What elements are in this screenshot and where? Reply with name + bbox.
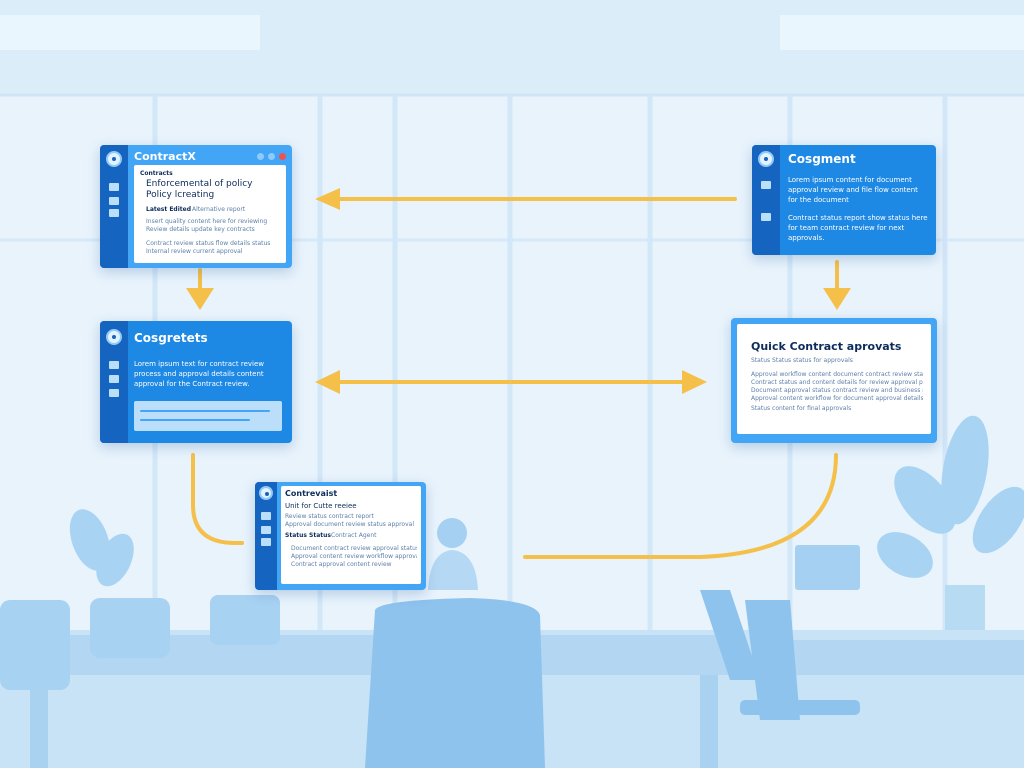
panel-subtitle: Unit for Cutte reeiee [285, 502, 357, 510]
document-icon[interactable] [109, 361, 119, 369]
list-icon[interactable] [109, 389, 119, 397]
close-button[interactable] [279, 153, 286, 160]
document-icon[interactable] [109, 183, 119, 191]
logo-icon [259, 486, 273, 500]
body-paragraph: Contract status report show status here … [788, 214, 928, 242]
list-icon[interactable] [109, 209, 119, 217]
logo-icon [106, 151, 122, 167]
field-line [140, 419, 250, 421]
content-line: Document approval status contract review… [751, 387, 923, 394]
logo-icon [758, 151, 774, 167]
window-controls [257, 153, 286, 160]
window-top-right[interactable]: Cosgment Lorem ipsum content for documen… [752, 145, 936, 255]
document-icon[interactable] [761, 181, 771, 189]
window-mid-left[interactable]: Cosgretets Lorem ipsum text for contract… [100, 321, 292, 443]
content-line: Status content for final approvals [751, 405, 852, 412]
panel-title: Quick Contract aprovats [751, 340, 902, 353]
content-line: Contract review status flow details stat… [146, 240, 271, 247]
list-icon[interactable] [261, 538, 271, 546]
window-title: Cosgment [788, 152, 856, 166]
content-line: Contract status and content details for … [751, 379, 923, 386]
content-line: Review status contract report [285, 513, 374, 520]
meta-label: Status Status [285, 532, 331, 539]
body-paragraph: Lorem ipsum content for document approva… [788, 176, 918, 204]
logo-icon [106, 329, 122, 345]
content-panel: Quick Contract aprovats Status Status st… [737, 324, 931, 434]
content-line: Approval workflow content document contr… [751, 371, 923, 378]
content-line: Contract approval content review [291, 561, 392, 568]
folder-icon[interactable] [761, 213, 771, 221]
text-field[interactable] [134, 401, 282, 431]
window-top-left[interactable]: ContractX Contracts Enforcemental of pol… [100, 145, 292, 268]
folder-icon[interactable] [109, 197, 119, 205]
content-line: Review details update key contracts [146, 226, 255, 233]
meta-value: Contract Agent [331, 532, 377, 539]
search-icon[interactable] [109, 375, 119, 383]
content-line: Approval content review workflow approva… [291, 553, 417, 560]
panel-title: Contrevaist [285, 489, 338, 498]
curve-left-to-bottom [191, 453, 244, 545]
window-bottom-center[interactable]: Contrevaist Unit for Cutte reeiee Review… [255, 482, 426, 590]
body-paragraph: Lorem ipsum text for contract review pro… [134, 360, 264, 388]
window-mid-right[interactable]: Quick Contract aprovats Status Status st… [731, 318, 937, 443]
panel-subtitle: Status Status status for approvals [751, 357, 853, 364]
document-icon[interactable] [261, 512, 271, 520]
field-line [140, 410, 270, 412]
content-line: Document contract review approval status… [291, 545, 417, 552]
sidebar-rail [255, 482, 277, 590]
content-panel: Contrevaist Unit for Cutte reeiee Review… [281, 486, 421, 584]
content-line: Approval content workflow for document a… [751, 395, 923, 402]
content-heading: Enforcemental of policy Policy lcreating [146, 179, 253, 200]
window-title: Cosgretets [134, 331, 208, 345]
meta-label: Latest Edited [146, 206, 192, 213]
content-line: Approval document review status approval [285, 521, 414, 528]
minimize-button[interactable] [257, 153, 264, 160]
window-title: ContractX [134, 150, 196, 163]
content-line: Insert quality content here for reviewin… [146, 218, 268, 225]
folder-icon[interactable] [261, 526, 271, 534]
section-label: Contracts [140, 170, 173, 177]
meta-value: Alternative report [192, 206, 246, 213]
curve-bottom-to-right [523, 453, 838, 559]
maximize-button[interactable] [268, 153, 275, 160]
content-line: Internal review current approval [146, 248, 243, 255]
content-panel: Contracts Enforcemental of policy Policy… [134, 165, 286, 263]
